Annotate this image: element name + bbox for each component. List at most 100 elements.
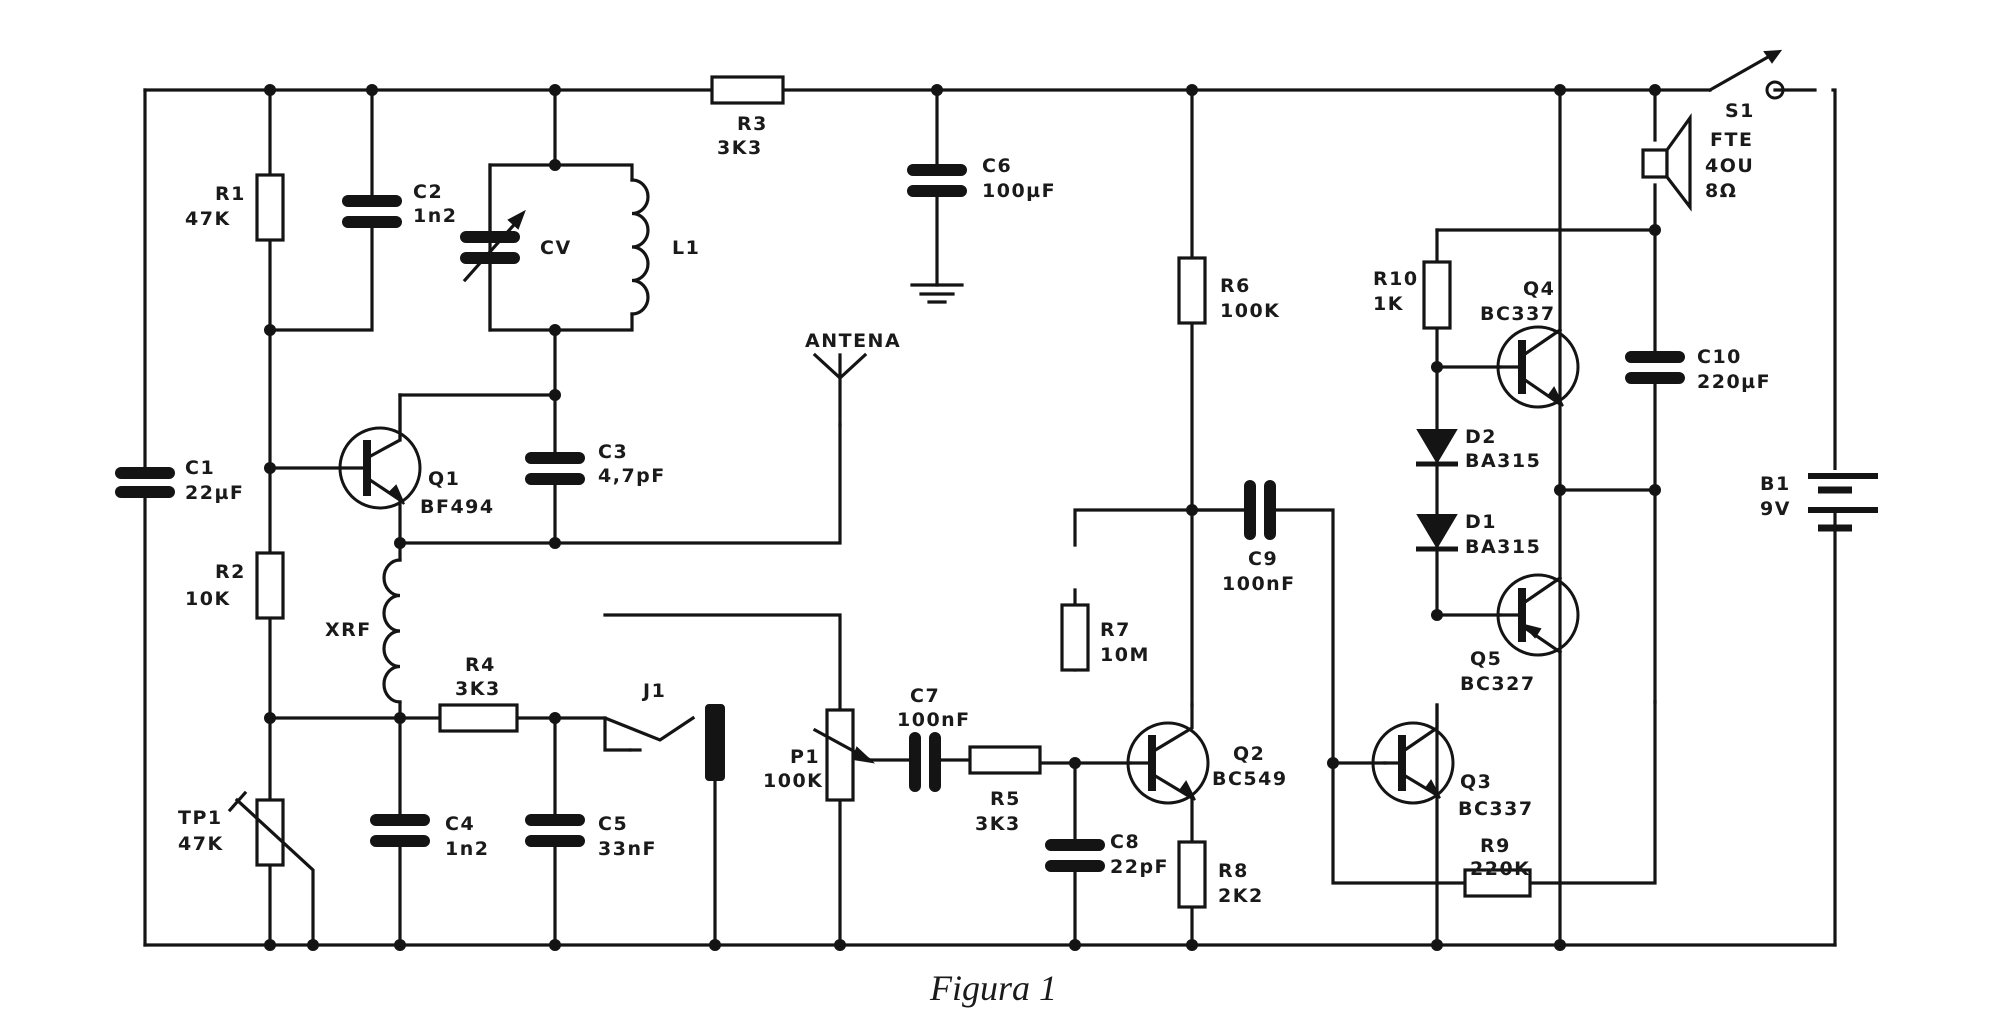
j1-label: J1 xyxy=(641,680,666,702)
q1-value: BF494 xyxy=(420,496,495,518)
r4-resistor: R4 3K3 xyxy=(438,654,519,733)
c8-capacitor: C8 22pF xyxy=(1045,831,1169,878)
q4-label: Q4 xyxy=(1523,278,1555,300)
r6-resistor: R6 100K xyxy=(1177,256,1280,325)
q2-value: BC549 xyxy=(1212,768,1288,790)
c2-label: C2 xyxy=(413,181,443,203)
fte-line2: 4OU xyxy=(1705,155,1754,177)
q4-transistor: Q4 BC337 xyxy=(1480,278,1580,409)
d1-value: BA315 xyxy=(1465,536,1541,558)
c6-value: 100µF xyxy=(982,180,1056,202)
b1-battery: B1 9V xyxy=(1760,470,1878,532)
r1-value: 47K xyxy=(185,208,231,230)
r6-value: 100K xyxy=(1220,300,1280,322)
r2-value: 10K xyxy=(185,588,231,610)
c9-capacitor: C9 100nF xyxy=(1222,480,1296,595)
c6-label: C6 xyxy=(982,155,1012,177)
c10-capacitor: C10 220µF xyxy=(1625,346,1771,393)
q3-label: Q3 xyxy=(1460,771,1492,793)
ground-icon xyxy=(910,283,964,304)
c1-label: C1 xyxy=(185,457,215,479)
r9-value: 220K xyxy=(1470,858,1530,880)
c3-capacitor: C3 4,7pF xyxy=(525,441,666,487)
c2-value: 1n2 xyxy=(413,205,457,227)
junctions xyxy=(264,84,1661,951)
r5-label: R5 xyxy=(990,788,1021,810)
c10-value: 220µF xyxy=(1697,371,1771,393)
r5-value: 3K3 xyxy=(975,813,1021,835)
q5-transistor: Q5 BC327 xyxy=(1460,573,1580,695)
c7-value: 100nF xyxy=(897,709,971,731)
r9-label: R9 xyxy=(1480,835,1511,857)
cv-variable-capacitor: CV xyxy=(460,209,570,283)
c7-label: C7 xyxy=(910,685,940,707)
c3-label: C3 xyxy=(598,441,628,463)
c4-label: C4 xyxy=(445,813,475,835)
c6-capacitor: C6 100µF xyxy=(907,155,1056,202)
s1-label: S1 xyxy=(1725,100,1755,122)
tp1-value: 47K xyxy=(178,833,224,855)
p1-potentiometer: P1 100K xyxy=(763,708,876,802)
r3-label: R3 xyxy=(737,113,768,135)
r2-label: R2 xyxy=(215,561,246,583)
d2-diode: D2 BA315 xyxy=(1416,426,1541,472)
c8-label: C8 xyxy=(1110,831,1140,853)
r1-label: R1 xyxy=(215,183,246,205)
antenna-label: ANTENA xyxy=(805,330,901,352)
b1-value: 9V xyxy=(1760,498,1791,520)
r4-label: R4 xyxy=(465,654,496,676)
r10-resistor: R10 1K xyxy=(1373,260,1452,330)
d1-diode: D1 BA315 xyxy=(1416,511,1541,558)
antenna-icon: ANTENA xyxy=(805,330,901,427)
q3-value: BC337 xyxy=(1458,798,1534,820)
c1-value: 22µF xyxy=(185,482,244,504)
q1-label: Q1 xyxy=(428,468,460,490)
c7-capacitor: C7 100nF xyxy=(897,685,971,792)
q4-value: BC337 xyxy=(1480,303,1556,325)
r6-label: R6 xyxy=(1220,275,1251,297)
r2-resistor: R2 10K xyxy=(185,551,285,620)
d1-label: D1 xyxy=(1465,511,1497,533)
d2-value: BA315 xyxy=(1465,450,1541,472)
c9-value: 100nF xyxy=(1222,573,1296,595)
r10-value: 1K xyxy=(1373,293,1404,315)
r1-resistor: R1 47K xyxy=(185,173,285,242)
xrf-label: XRF xyxy=(325,619,372,641)
r8-label: R8 xyxy=(1218,860,1249,882)
fte-line3: 8Ω xyxy=(1705,180,1737,202)
c5-value: 33nF xyxy=(598,838,657,860)
q2-label: Q2 xyxy=(1233,743,1265,765)
l1-label: L1 xyxy=(672,237,700,259)
c2-capacitor: C2 1n2 xyxy=(342,181,457,228)
c1-capacitor: C1 22µF xyxy=(115,457,244,504)
l1-inductor: L1 xyxy=(630,178,700,316)
c8-value: 22pF xyxy=(1110,856,1169,878)
q5-label: Q5 xyxy=(1470,648,1502,670)
c5-capacitor: C5 33nF xyxy=(525,813,657,860)
c4-capacitor: C4 1n2 xyxy=(370,813,488,860)
c10-label: C10 xyxy=(1697,346,1742,368)
r7-resistor: R7 10M xyxy=(1060,603,1148,672)
tp1-label: TP1 xyxy=(178,807,223,829)
d2-label: D2 xyxy=(1465,426,1497,448)
s1-switch: S1 xyxy=(1707,49,1785,122)
q1-transistor: Q1 BF494 xyxy=(338,393,495,518)
r3-resistor: R3 3K3 xyxy=(710,75,785,159)
q5-value: BC327 xyxy=(1460,673,1536,695)
tp1-trimmer: TP1 47K xyxy=(178,790,315,947)
r5-resistor: R5 3K3 xyxy=(968,745,1042,835)
fte-label: FTE xyxy=(1710,129,1753,151)
r7-label: R7 xyxy=(1100,619,1131,641)
r3-value: 3K3 xyxy=(717,137,763,159)
r8-value: 2K2 xyxy=(1218,885,1264,907)
r8-resistor: R8 2K2 xyxy=(1177,840,1264,909)
xrf-choke: XRF xyxy=(325,558,402,704)
j1-jack: J1 xyxy=(628,680,725,781)
c3-value: 4,7pF xyxy=(598,465,666,487)
b1-label: B1 xyxy=(1760,473,1791,495)
r4-value: 3K3 xyxy=(455,678,501,700)
r9-resistor: R9 220K xyxy=(1463,835,1532,898)
speaker-icon: FTE 4OU 8Ω xyxy=(1641,113,1754,212)
figure-caption: Figura 1 xyxy=(929,968,1057,1008)
c5-label: C5 xyxy=(598,813,628,835)
